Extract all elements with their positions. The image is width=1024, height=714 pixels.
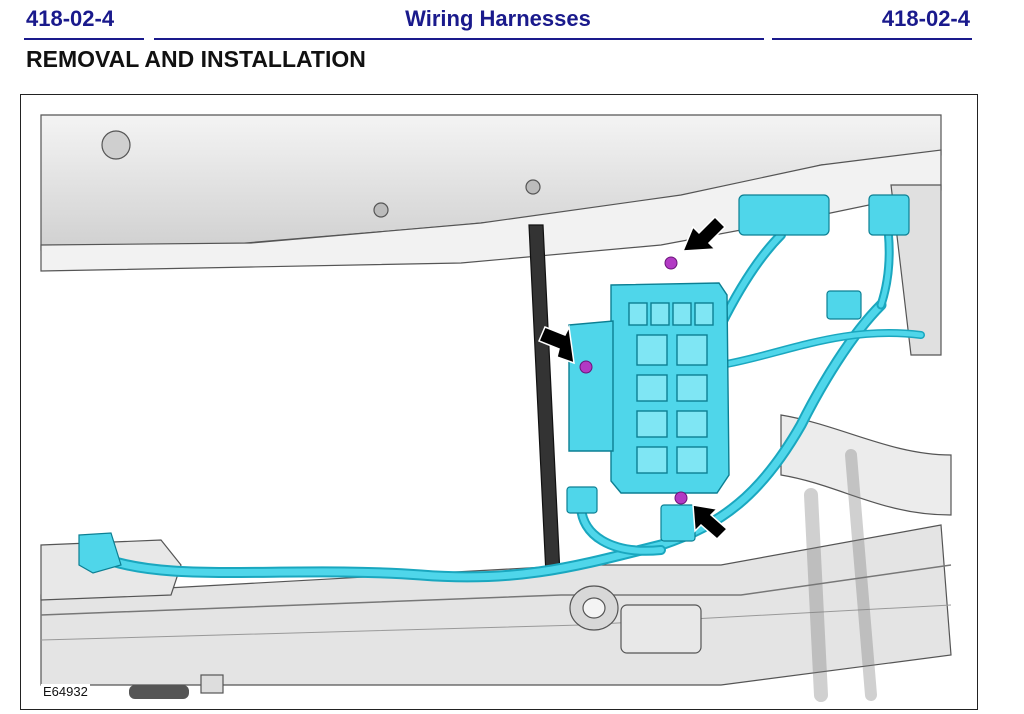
arrow-upper: [681, 215, 727, 252]
arrow-lower: [692, 504, 729, 541]
left-fastener: [579, 360, 593, 374]
page-header: 418-02-4 Wiring Harnesses 418-02-4: [24, 2, 972, 40]
lower-fastener: [674, 491, 688, 505]
header-rule-middle: [154, 38, 764, 40]
figure-id-label: E64932: [41, 684, 90, 699]
highlighted-fasteners: [579, 256, 688, 505]
section-number-right: 418-02-4: [881, 6, 970, 31]
header-rule-left: [24, 38, 144, 40]
junction-box: [568, 282, 730, 494]
procedure-subheading: REMOVAL AND INSTALLATION: [26, 46, 366, 72]
service-illustration: E64932: [20, 94, 978, 710]
callout-arrows: [538, 215, 729, 541]
harness-connectors: [78, 194, 910, 574]
illustration-drawing: [40, 114, 952, 702]
header-rule-right: [772, 38, 972, 40]
vehicle-structure: [40, 114, 952, 702]
wiring-harness: [90, 210, 925, 583]
page-title: Wiring Harnesses: [405, 6, 591, 31]
section-number-left: 418-02-4: [26, 6, 115, 31]
upper-fastener: [664, 256, 678, 270]
arrow-left: [538, 324, 575, 365]
